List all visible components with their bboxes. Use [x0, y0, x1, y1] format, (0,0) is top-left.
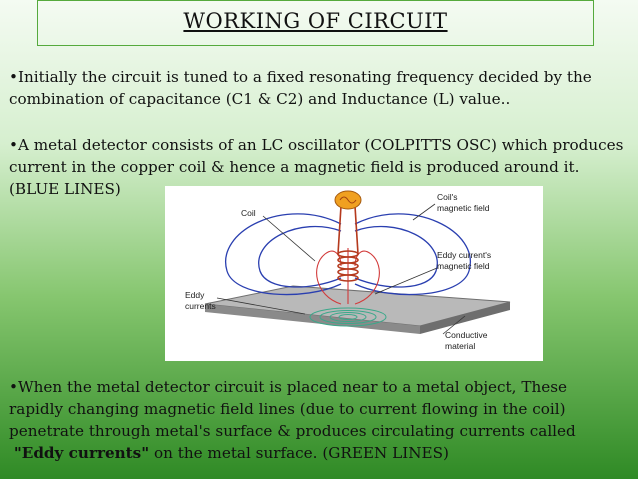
bullet-2-line-3: (BLUE LINES) — [9, 180, 121, 198]
bullet-marker: • — [9, 136, 18, 154]
label-conductive-1: Conductive — [445, 330, 488, 340]
slide-title: WORKING OF CIRCUIT — [183, 9, 448, 33]
bullet-3-line-2: rapidly changing magnetic field lines (d… — [9, 400, 566, 418]
label-eddy-1: Eddy — [185, 290, 205, 300]
bullet-1-line-1: Initially the circuit is tuned to a fixe… — [17, 68, 592, 86]
label-coils-field-1: Coil's — [437, 192, 458, 202]
bullet-2: •A metal detector consists of an LC osci… — [9, 134, 638, 200]
label-eddy-field-1: Eddy current's — [437, 250, 491, 260]
plate-side-edge — [420, 302, 510, 334]
label-coil: Coil — [241, 208, 256, 218]
bullet-1-line-2: combination of capacitance (C1 & C2) and… — [9, 90, 511, 108]
eddy-current-rings — [309, 307, 387, 327]
bullet-1: •Initially the circuit is tuned to a fix… — [9, 66, 629, 110]
sine-wave-icon — [339, 196, 357, 204]
label-coils-field-2: magnetic field — [437, 203, 490, 213]
label-eddy-field-2: magnetic field — [437, 261, 490, 271]
coil-magnetic-field-lines — [225, 213, 471, 296]
bullet-2-line-2: current in the copper coil & hence a mag… — [9, 158, 580, 176]
bullet-marker: • — [9, 68, 18, 86]
eddy-current-diagram: Coil Coil's magnetic field Eddy current'… — [165, 186, 543, 361]
bullet-marker: • — [9, 378, 18, 396]
label-leaders — [216, 203, 466, 335]
bullet-3-line-3: penetrate through metal's surface & prod… — [9, 422, 576, 440]
plate-front-edge — [205, 304, 420, 334]
label-conductive-2: material — [445, 341, 475, 351]
bullet-3-tail: on the metal surface. (GREEN LINES) — [149, 444, 449, 462]
eddy-currents-phrase: "Eddy currents" — [13, 444, 150, 462]
title-box: WORKING OF CIRCUIT — [37, 0, 594, 46]
label-eddy-2: currents — [185, 301, 216, 311]
coil — [337, 205, 359, 282]
bullet-3-line-1: When the metal detector circuit is place… — [17, 378, 567, 396]
bullet-2-line-1: A metal detector consists of an LC oscil… — [17, 136, 624, 154]
bullet-3: •When the metal detector circuit is plac… — [9, 376, 634, 464]
diagram-svg: Coil Coil's magnetic field Eddy current'… — [185, 190, 511, 351]
